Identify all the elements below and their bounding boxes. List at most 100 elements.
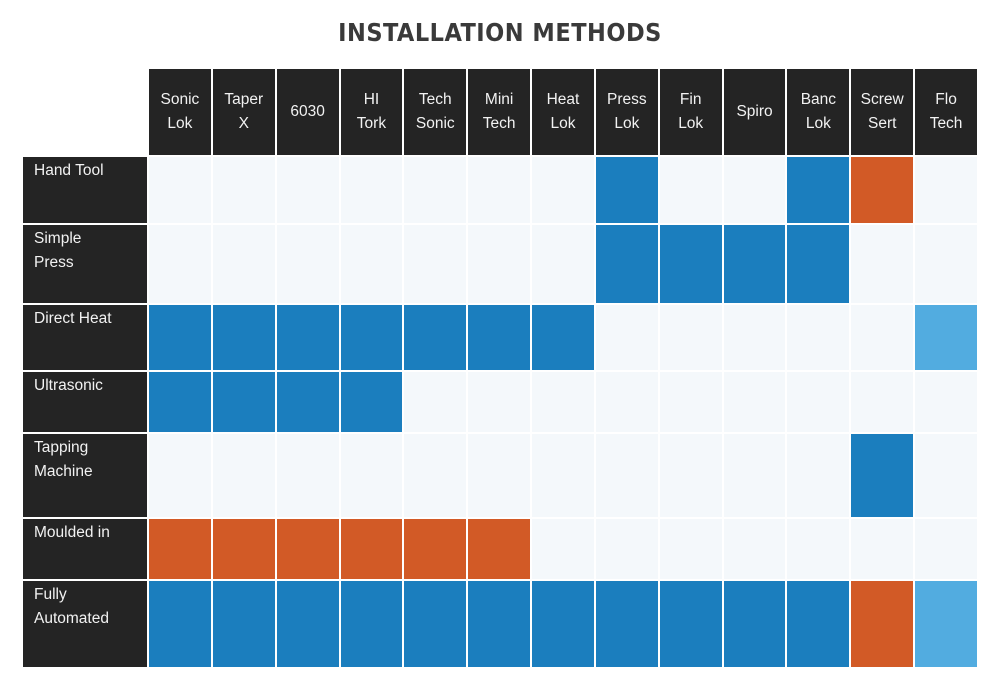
row-header-hand-tool: Hand Tool: [23, 157, 147, 223]
matrix-cell: [149, 157, 211, 223]
row-header-direct-heat: Direct Heat: [23, 305, 147, 370]
matrix-cell: [787, 225, 850, 303]
matrix-cell: [723, 434, 786, 517]
matrix-cell: [595, 305, 658, 370]
matrix-cell: [787, 157, 850, 223]
column-header-line: Taper: [224, 90, 264, 108]
row-header-line: Hand Tool: [34, 162, 104, 179]
matrix-cell: [787, 519, 850, 579]
matrix-cell: [149, 225, 211, 303]
matrix-cell: [787, 305, 850, 370]
matrix-cell: [212, 305, 275, 370]
row-header-line: Automated: [34, 610, 109, 628]
column-header-line: Screw: [860, 90, 904, 108]
matrix-cell: [276, 519, 339, 579]
matrix-cell: [659, 581, 722, 667]
column-header-line: Spiro: [736, 102, 773, 120]
matrix-cell: [404, 581, 467, 667]
matrix-cell: [532, 519, 594, 579]
matrix-cell: [851, 225, 914, 303]
column-header-line: 6030: [290, 102, 325, 120]
matrix-cell: [532, 157, 594, 223]
column-header-line: Banc: [800, 90, 837, 108]
matrix-cell: [276, 372, 339, 432]
matrix-cell: [340, 157, 403, 223]
row-header-moulded-in: Moulded in: [23, 519, 147, 579]
matrix-cell: [404, 305, 467, 370]
matrix-cell: [915, 434, 977, 517]
matrix-cell: [340, 519, 403, 579]
matrix-cell: [659, 434, 722, 517]
matrix-cell: [851, 581, 914, 667]
column-header-line: Sonic: [415, 115, 455, 132]
matrix-cell: [468, 372, 531, 432]
matrix-cell: [595, 519, 658, 579]
column-header-line: Fin: [679, 90, 702, 108]
matrix-cell: [404, 519, 467, 579]
matrix-cell: [404, 434, 467, 517]
row-header-line: Machine: [34, 463, 93, 481]
column-header-line: Lok: [678, 115, 704, 132]
matrix-cell: [723, 372, 786, 432]
matrix-cell: [340, 225, 403, 303]
matrix-cell: [723, 581, 786, 667]
matrix-cell: [149, 581, 211, 667]
matrix-cell: [404, 157, 467, 223]
matrix-cell: [723, 305, 786, 370]
matrix-cell: [212, 581, 275, 667]
matrix-cell: [149, 305, 211, 370]
matrix-cell: [659, 305, 722, 370]
column-header-line: Flo: [935, 90, 957, 108]
matrix-cell: [468, 434, 531, 517]
matrix-cell: [532, 372, 594, 432]
matrix-cell: [659, 225, 722, 303]
column-header-line: Lok: [550, 115, 576, 132]
column-header-line: X: [238, 115, 249, 132]
matrix-cell: [404, 372, 467, 432]
matrix-cell: [340, 305, 403, 370]
matrix-cell: [276, 581, 339, 667]
matrix-cell: [340, 372, 403, 432]
matrix-cell: [851, 305, 914, 370]
matrix-cell: [149, 372, 211, 432]
matrix-cell: [851, 434, 914, 517]
matrix-cell: [851, 519, 914, 579]
matrix-cell: [532, 581, 594, 667]
matrix-cell: [723, 519, 786, 579]
column-header-line: Lok: [614, 115, 640, 132]
row-header-line: Press: [34, 254, 74, 272]
column-header-6030: 6030: [276, 69, 339, 155]
column-header-line: Sonic: [160, 90, 200, 108]
column-header-line: Sert: [868, 115, 897, 132]
column-header-line: Tech: [482, 115, 516, 132]
row-header-line: Moulded in: [34, 524, 110, 541]
matrix-cell: [595, 581, 658, 667]
matrix-cell: [340, 581, 403, 667]
matrix-cell: [532, 434, 594, 517]
matrix-cell: [915, 305, 977, 370]
matrix-cell: [915, 372, 977, 432]
row-header-line: Tapping: [34, 439, 89, 456]
column-header-line: Tech: [418, 90, 452, 108]
column-header-line: HI: [363, 90, 380, 108]
matrix-cell: [149, 434, 211, 517]
matrix-cell: [276, 434, 339, 517]
matrix-cell: [915, 225, 977, 303]
matrix-cell: [787, 434, 850, 517]
matrix-cell: [723, 225, 786, 303]
matrix-cell: [468, 225, 531, 303]
matrix-cell: [404, 225, 467, 303]
matrix-cell: [149, 519, 211, 579]
matrix-cell: [659, 372, 722, 432]
